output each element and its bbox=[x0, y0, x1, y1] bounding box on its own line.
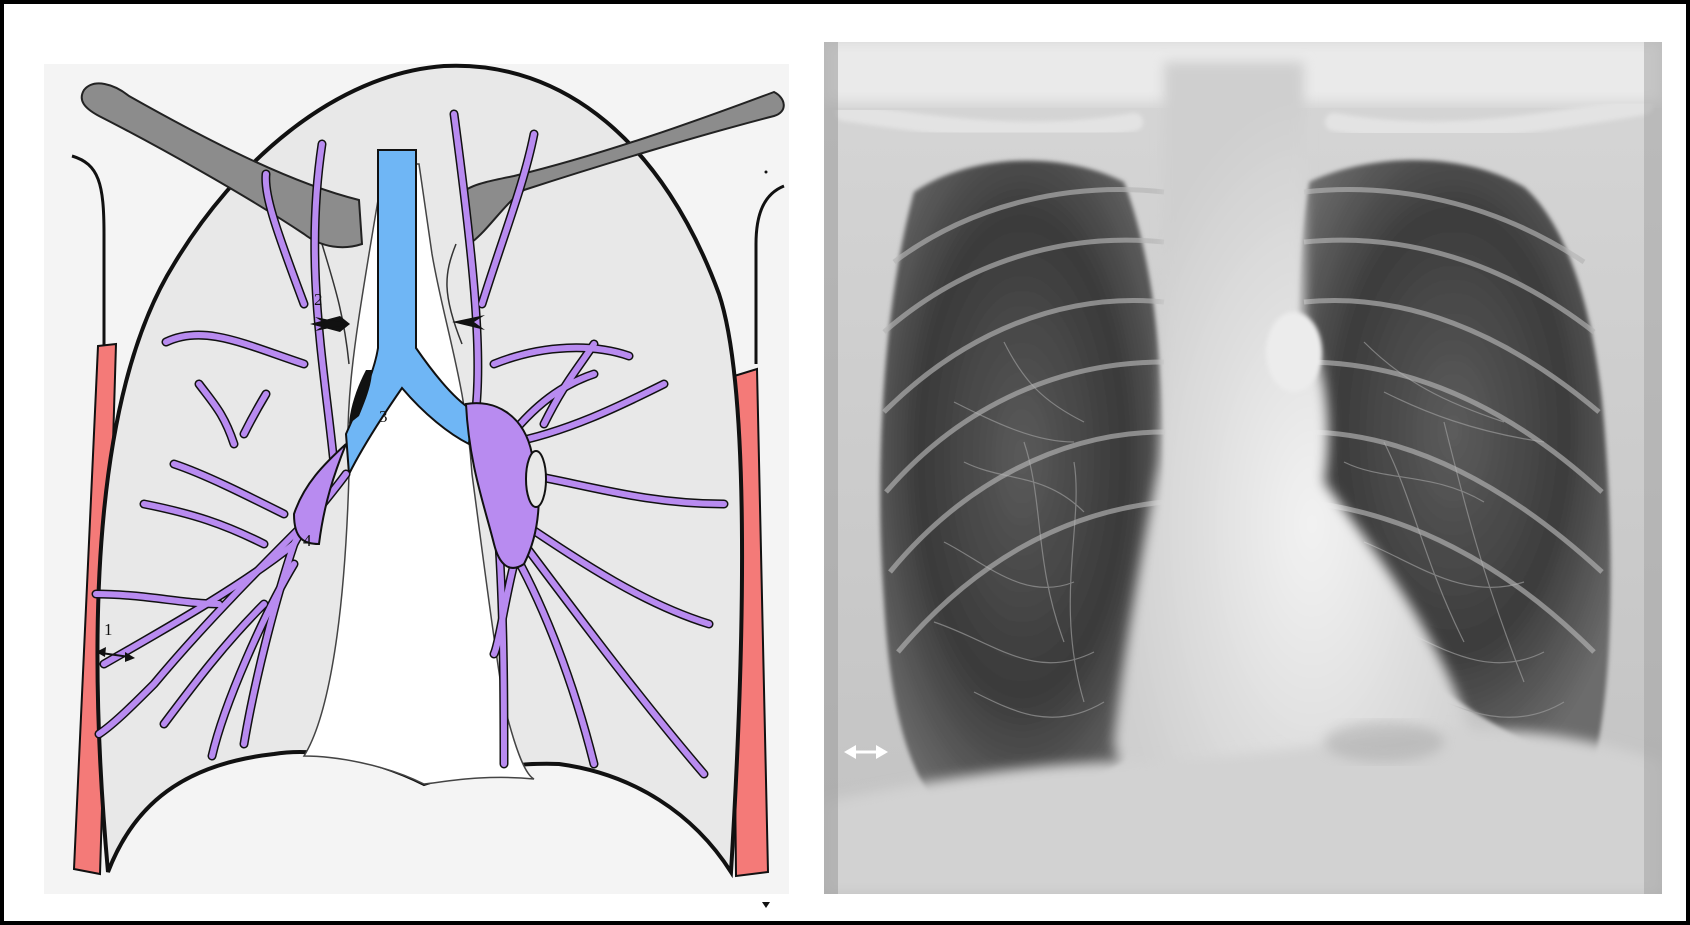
label-trachea: 3 bbox=[379, 407, 388, 426]
left-hilum-gap bbox=[526, 451, 546, 507]
xray-aortic-knob bbox=[1266, 312, 1322, 392]
stray-mark bbox=[762, 902, 770, 908]
label-hilum: 4 bbox=[303, 531, 312, 550]
chest-xray-panel bbox=[824, 42, 1662, 894]
chest-diagram: 1 2 3 4 bbox=[4, 4, 824, 921]
label-mediastinal-line: 2 bbox=[314, 290, 323, 309]
xray-edge-left bbox=[824, 42, 838, 894]
xray-edge-right bbox=[1644, 42, 1662, 894]
figure-frame: 1 2 3 4 bbox=[4, 4, 1686, 921]
stray-mark bbox=[765, 171, 768, 174]
chest-diagram-panel: 1 2 3 4 bbox=[4, 4, 824, 921]
chest-xray-image bbox=[824, 42, 1662, 894]
xray-gastric-bubble bbox=[1324, 722, 1444, 762]
label-pleura: 1 bbox=[104, 620, 113, 639]
